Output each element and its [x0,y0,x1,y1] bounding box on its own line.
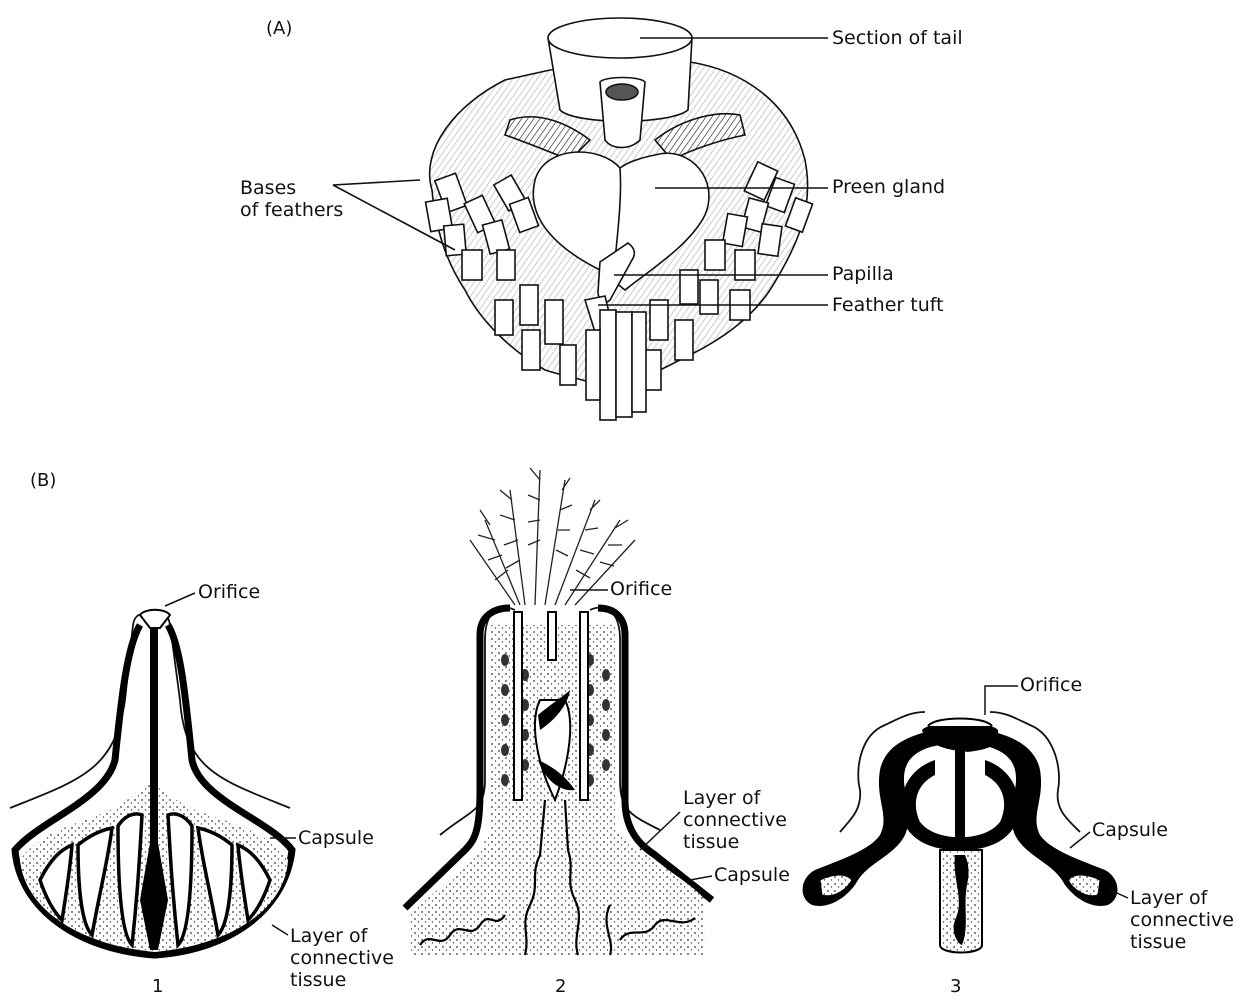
label-section-of-tail: Section of tail [832,28,963,49]
d3-label-connective-line2: connective [1130,910,1234,931]
gland-section-2 [405,468,712,955]
d1-orifice-leader [165,593,195,606]
d2-connective-leader [640,812,680,850]
label-preen-gland: Preen gland [832,177,945,198]
gland-section-3 [803,712,1118,953]
d2-label-capsule: Capsule [714,865,790,886]
d1-label-connective-line2: connective [290,948,394,969]
panel-b-label: (B) [30,470,56,491]
d3-label-capsule: Capsule [1092,820,1168,841]
gland-section-1 [10,610,292,955]
d1-label-connective-line3: tissue [290,970,346,991]
d1-label-connective-line1: Layer of [290,926,367,947]
label-feather-tuft: Feather tuft [832,295,944,316]
d3-number: 3 [950,976,961,997]
d3-label-connective-line3: tissue [1130,932,1186,953]
panel-a-label: (A) [266,18,292,39]
d2-label-connective-line2: connective [683,810,787,831]
d3-orifice-leader [985,686,1018,715]
preen-gland-illustration [426,18,813,420]
d2-label-orifice: Orifice [610,579,672,600]
d2-label-connective-line3: tissue [683,832,739,853]
d3-capsule-leader [1070,832,1090,848]
d3-label-connective-line1: Layer of [1130,888,1207,909]
d3-label-orifice: Orifice [1020,675,1082,696]
d1-label-orifice: Orifice [198,582,260,603]
d1-number: 1 [152,976,163,997]
d2-label-connective-line1: Layer of [683,788,760,809]
d2-capsule-leader [690,876,712,880]
d2-number: 2 [555,976,566,997]
d1-label-capsule: Capsule [298,828,374,849]
label-papilla: Papilla [832,264,894,285]
label-bases-of-feathers-line1: Bases [240,178,296,199]
label-bases-of-feathers-line2: of feathers [240,200,343,221]
d1-connective-leader [272,925,288,935]
